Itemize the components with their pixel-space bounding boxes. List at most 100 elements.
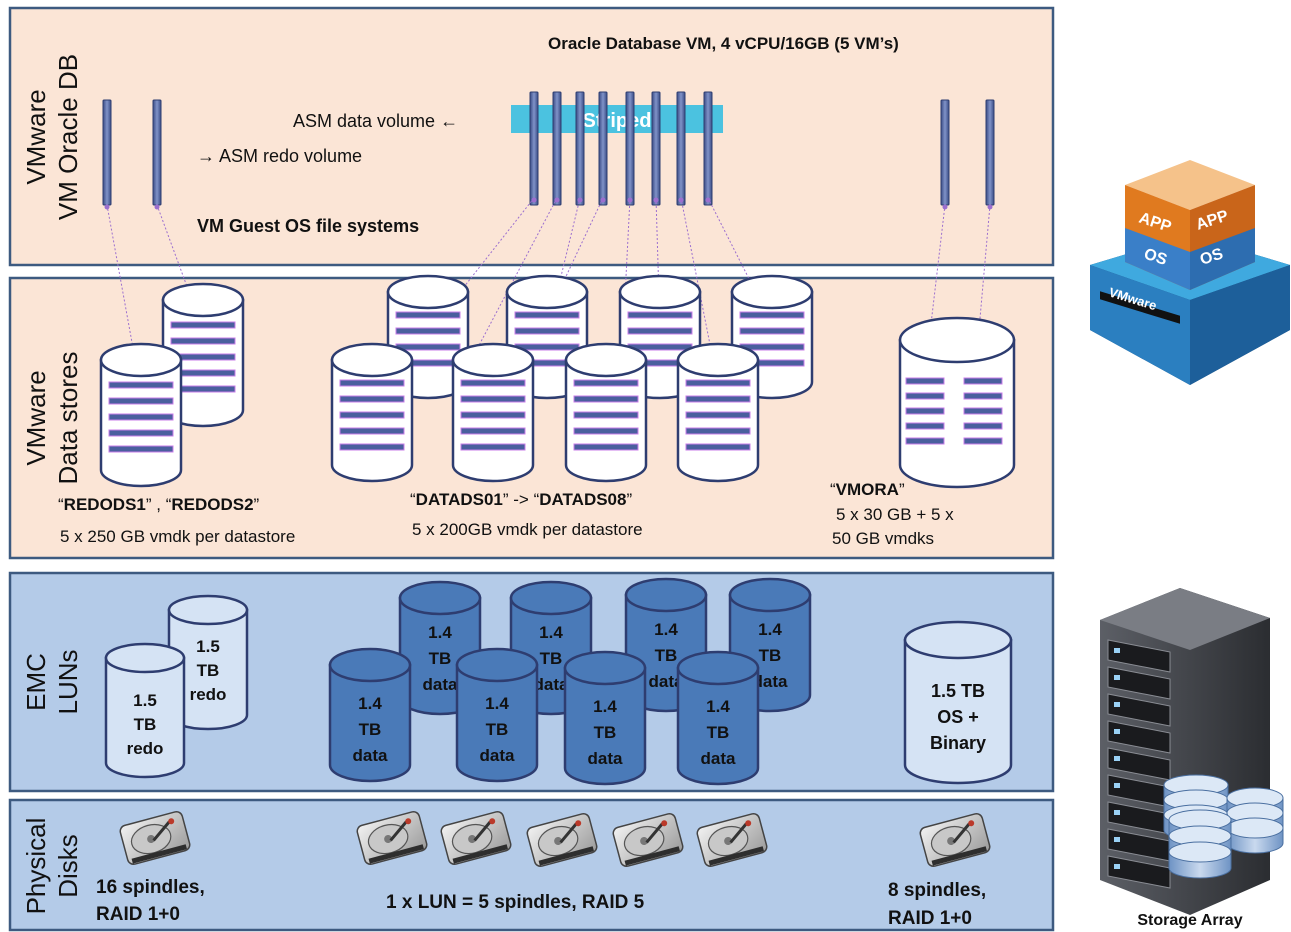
cylinder-body bbox=[676, 358, 760, 483]
lun-label: TB bbox=[759, 646, 782, 665]
cylinder-top bbox=[330, 342, 414, 378]
lun-label: TB bbox=[655, 646, 678, 665]
lun-label: 1.5 bbox=[133, 691, 157, 710]
cylinder-body bbox=[328, 663, 412, 783]
vmdk-stripe bbox=[685, 443, 751, 451]
vmdk-stripe bbox=[573, 427, 639, 435]
cylinder-top bbox=[898, 316, 1016, 364]
cylinder-top bbox=[624, 577, 708, 613]
vmdk-stripe bbox=[573, 379, 639, 387]
cylinder-top bbox=[161, 282, 245, 318]
volume-bar bbox=[598, 91, 608, 206]
rack-slot-led bbox=[1114, 648, 1120, 653]
data-datastore bbox=[564, 342, 648, 483]
vmdk-stripe bbox=[905, 437, 945, 445]
cylinder-top bbox=[730, 274, 814, 310]
datastore-tier-label-2: Data stores bbox=[53, 352, 83, 485]
cylinder-top bbox=[728, 577, 812, 613]
link-arrowhead bbox=[987, 204, 993, 210]
lun-label: OS + bbox=[937, 707, 979, 727]
cylinder-top bbox=[505, 274, 589, 310]
rack-slot-led bbox=[1114, 783, 1120, 788]
lun-tier-label-1: EMC bbox=[21, 653, 51, 711]
redo-datastore-names: “REDODS1” , “REDODS2” bbox=[58, 495, 260, 514]
cylinder-top bbox=[676, 650, 760, 686]
data-datastore bbox=[676, 342, 760, 483]
volume-bar bbox=[625, 91, 635, 206]
vmdk-stripe bbox=[108, 413, 174, 421]
lun-label: data bbox=[534, 675, 570, 694]
os-label-right: OS bbox=[1198, 245, 1226, 268]
vm-tier-label-2: VM Oracle DB bbox=[53, 54, 83, 220]
lun-label: data bbox=[753, 672, 789, 691]
lun-label: data bbox=[701, 749, 737, 768]
vmdk-stripe bbox=[460, 411, 526, 419]
redo-disk-label-2: RAID 1+0 bbox=[96, 904, 180, 925]
cylinder-body bbox=[451, 358, 535, 483]
rack-slot-led bbox=[1114, 864, 1120, 869]
vmdk-stripe bbox=[339, 411, 405, 419]
vmdk-stripe bbox=[460, 379, 526, 387]
rack-slot bbox=[1107, 855, 1171, 889]
cylinder-body bbox=[564, 358, 648, 483]
link-line bbox=[707, 197, 776, 331]
volume-bar bbox=[575, 91, 585, 206]
rack-slot bbox=[1107, 720, 1171, 754]
datastore-cylinders bbox=[99, 274, 1016, 489]
lun-label: TB bbox=[359, 720, 382, 739]
vmdk-stripe bbox=[514, 311, 580, 319]
vmdk-stripe bbox=[339, 395, 405, 403]
vmware-server-icon: VMware APP APP OS OS bbox=[1090, 160, 1290, 385]
cylinder-top bbox=[398, 580, 482, 616]
volume-bar bbox=[703, 91, 713, 206]
vmora-datastore bbox=[898, 316, 1016, 489]
vmdk-stripe bbox=[395, 343, 461, 351]
vmdk-stripe bbox=[514, 327, 580, 335]
vm-tier-label-1: VMware bbox=[21, 89, 51, 184]
cylinder-body bbox=[676, 666, 760, 786]
asm-redo-label: → ASM redo volume bbox=[197, 146, 362, 166]
asm-data-label: ASM data volume ← bbox=[293, 111, 458, 131]
vmdk-stripe bbox=[573, 395, 639, 403]
vmdk-stripe bbox=[739, 327, 805, 335]
rack-slot bbox=[1107, 693, 1171, 727]
striped-bar bbox=[511, 105, 723, 133]
lun-label: 1.4 bbox=[593, 697, 617, 716]
vmdk-stripe bbox=[963, 392, 1003, 400]
vmdk-stripe bbox=[573, 411, 639, 419]
vmdk-stripe bbox=[339, 379, 405, 387]
vmdk-stripe bbox=[460, 427, 526, 435]
lun-label: TB bbox=[134, 715, 157, 734]
lun-label: 1.4 bbox=[758, 620, 782, 639]
data-datastore bbox=[330, 342, 414, 483]
vmdk-stripe bbox=[108, 397, 174, 405]
hard-disk-icon bbox=[356, 810, 428, 866]
lun-label: TB bbox=[486, 720, 509, 739]
rack-slot-led bbox=[1114, 837, 1120, 842]
vmdk-stripe bbox=[108, 429, 174, 437]
cylinder-top bbox=[386, 274, 470, 310]
cylinder-body bbox=[455, 663, 539, 783]
volume-bar bbox=[152, 99, 162, 206]
vmdk-stripe bbox=[170, 321, 236, 329]
cylinder-top bbox=[509, 580, 593, 616]
volume-bar bbox=[102, 99, 112, 206]
lun-label: data bbox=[353, 746, 389, 765]
os-disk-label-1: 8 spindles, bbox=[888, 880, 986, 901]
hard-disk-icons bbox=[119, 810, 991, 868]
vmdk-stripe bbox=[685, 411, 751, 419]
lun-label: TB bbox=[594, 723, 617, 742]
rack-slot-led bbox=[1114, 702, 1120, 707]
lun-label: 1.4 bbox=[706, 697, 730, 716]
vmdk-stripe bbox=[963, 377, 1003, 385]
cylinder-top bbox=[328, 647, 412, 683]
vmdk-stripe bbox=[573, 443, 639, 451]
vmdk-stripe bbox=[963, 407, 1003, 415]
link-arrowhead bbox=[554, 197, 560, 203]
vmora-datastore-name: “VMORA” bbox=[830, 480, 905, 499]
rack-slot-led bbox=[1114, 729, 1120, 734]
